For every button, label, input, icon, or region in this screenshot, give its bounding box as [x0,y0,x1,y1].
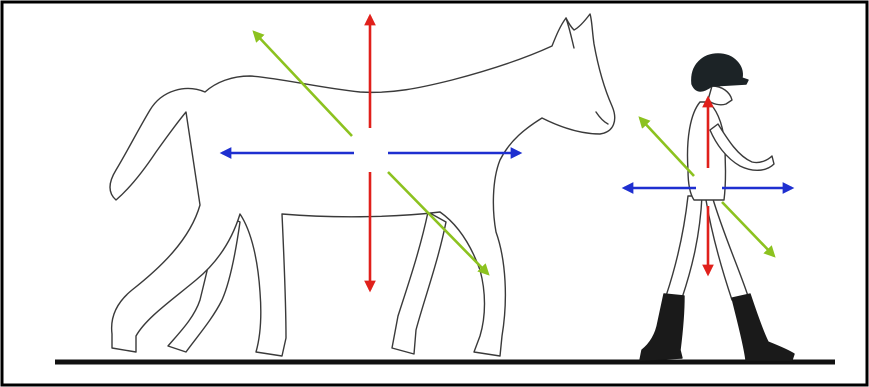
boot-icon [731,293,795,361]
handler-diagonal-arrow-up [638,116,695,177]
handler-figure [639,53,795,361]
horse-diagonal-arrow-up [252,30,353,137]
horse-axes [219,13,523,293]
handler-diagonal-arrow-down [721,201,776,258]
horse-diagonal-arrow-down [387,171,490,276]
boot-icon [639,293,685,361]
helmet-icon [691,53,749,92]
handler-axes [621,95,795,277]
